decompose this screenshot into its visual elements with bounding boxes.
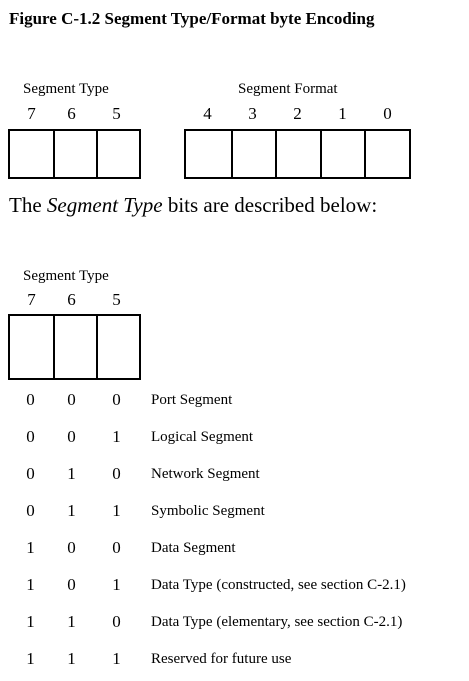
encoding-description: Network Segment (151, 466, 260, 482)
bit-value: 1 (26, 612, 35, 631)
bit-cell (186, 131, 231, 177)
encoding-description: Data Segment (151, 540, 236, 556)
encoding-description: Symbolic Segment (151, 503, 265, 519)
intro-before: The (9, 193, 47, 217)
bit-value: 0 (112, 390, 121, 409)
bit-number: 6 (67, 290, 76, 309)
segment-type-label: Segment Type (23, 268, 109, 284)
bit-value: 1 (26, 575, 35, 594)
encoding-description: Port Segment (151, 392, 233, 408)
segment-type-bit-box (8, 129, 141, 179)
segment-format-label: Segment Format (238, 81, 338, 97)
bit-number: 2 (293, 104, 302, 123)
figure-title: Figure C-1.2 Segment Type/Format byte En… (9, 9, 375, 28)
bit-cell (230, 131, 276, 177)
bit-cell (95, 316, 139, 378)
bit-value: 0 (26, 427, 35, 446)
bit-value: 1 (67, 612, 76, 631)
bit-number: 5 (112, 104, 121, 123)
bit-cell (10, 316, 53, 378)
bit-value: 1 (67, 501, 76, 520)
bit-value: 0 (67, 575, 76, 594)
bit-value: 0 (67, 390, 76, 409)
intro-text: The Segment Type bits are described belo… (9, 193, 377, 218)
bit-number: 0 (383, 104, 392, 123)
bit-number: 3 (248, 104, 257, 123)
segment-type-bit-box (8, 314, 141, 380)
segment-format-bit-box (184, 129, 411, 179)
encoding-description: Reserved for future use (151, 651, 292, 667)
bit-value: 0 (112, 464, 121, 483)
bit-cell (275, 131, 320, 177)
bit-value: 0 (112, 612, 121, 631)
bit-value: 1 (26, 538, 35, 557)
bit-number: 7 (27, 290, 36, 309)
bit-value: 0 (67, 538, 76, 557)
intro-after: bits are described below: (162, 193, 378, 217)
bit-value: 1 (67, 649, 76, 668)
bit-value: 1 (112, 501, 121, 520)
bit-number: 4 (203, 104, 212, 123)
bit-value: 1 (112, 649, 121, 668)
bit-value: 1 (26, 649, 35, 668)
bit-number: 7 (27, 104, 36, 123)
intro-emphasis: Segment Type (46, 193, 163, 217)
encoding-description: Logical Segment (151, 429, 254, 445)
bit-value: 0 (67, 427, 76, 446)
bit-cell (95, 131, 139, 177)
bit-value: 1 (112, 427, 121, 446)
bit-value: 1 (67, 464, 76, 483)
bit-number: 1 (338, 104, 347, 123)
bit-cell (10, 131, 53, 177)
bit-number: 6 (67, 104, 76, 123)
bit-number: 5 (112, 290, 121, 309)
bit-value: 0 (26, 501, 35, 520)
bit-cell (52, 316, 96, 378)
bit-value: 0 (112, 538, 121, 557)
bit-value: 0 (26, 390, 35, 409)
bit-value: 0 (26, 464, 35, 483)
encoding-description: Data Type (constructed, see section C-2.… (151, 577, 406, 593)
bit-cell (52, 131, 96, 177)
bit-cell (364, 131, 409, 177)
bit-cell (319, 131, 365, 177)
bit-value: 1 (112, 575, 121, 594)
encoding-description: Data Type (elementary, see section C-2.1… (151, 614, 403, 630)
segment-type-label: Segment Type (23, 81, 109, 97)
